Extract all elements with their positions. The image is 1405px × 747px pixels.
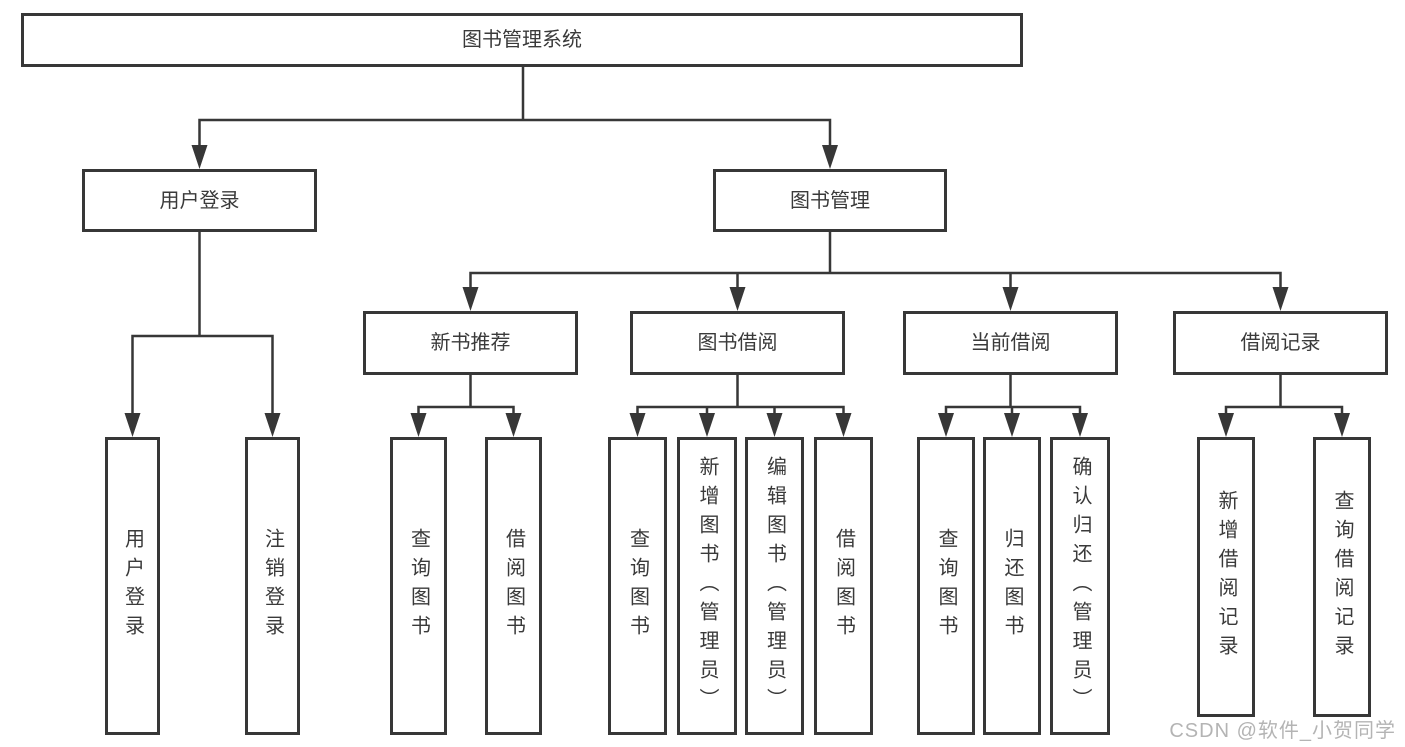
node-current-borrow: 当前借阅 [903,311,1118,375]
connector-path [131,65,1344,417]
arrowhead-icon [1334,413,1350,437]
csdn-watermark: CSDN @软件_小贺同学 [1169,720,1396,742]
arrowhead-icon [1002,287,1019,311]
arrowhead-icon [699,413,715,437]
arrowhead-icon [1004,413,1020,437]
arrowhead-icon [1218,413,1234,437]
arrowhead-icon [264,413,281,437]
arrowhead-icon [462,287,479,311]
arrowhead-icon [1272,287,1289,311]
leaf-edit-book-admin: 编辑图书（管理员） [745,437,804,735]
leaf-logout: 注销登录 [245,437,300,735]
arrowhead-icon [191,145,208,169]
leaf-query-book-recommend: 查询图书 [390,437,447,735]
arrowhead-icon [1072,413,1088,437]
node-new-book-recommend: 新书推荐 [363,311,578,375]
node-borrow-record: 借阅记录 [1173,311,1388,375]
arrowhead-icon [766,413,783,437]
node-book-management: 图书管理 [713,169,947,232]
leaf-add-book-admin: 新增图书（管理员） [677,437,737,735]
leaf-query-borrow-record: 查询借阅记录 [1313,437,1371,717]
leaf-add-borrow-record: 新增借阅记录 [1197,437,1255,717]
arrowhead-icon [822,145,838,169]
leaf-user-login: 用户登录 [105,437,160,735]
node-user-login: 用户登录 [82,169,317,232]
node-book-borrow: 图书借阅 [630,311,845,375]
arrowhead-icon [124,413,141,437]
leaf-return-book: 归还图书 [983,437,1041,735]
arrowhead-icon [505,413,522,437]
arrowhead-icon [410,413,427,437]
leaf-borrow-book-recommend: 借阅图书 [485,437,542,735]
arrowhead-icon [938,413,954,437]
arrowhead-icon [835,413,852,437]
arrowhead-icon [729,287,746,311]
leaf-borrow-book: 借阅图书 [814,437,873,735]
leaf-query-book-borrow: 查询图书 [608,437,667,735]
node-root: 图书管理系统 [21,13,1023,67]
leaf-query-book-current: 查询图书 [917,437,975,735]
leaf-confirm-return-admin: 确认归还（管理员） [1050,437,1110,735]
arrowhead-icon [629,413,646,437]
